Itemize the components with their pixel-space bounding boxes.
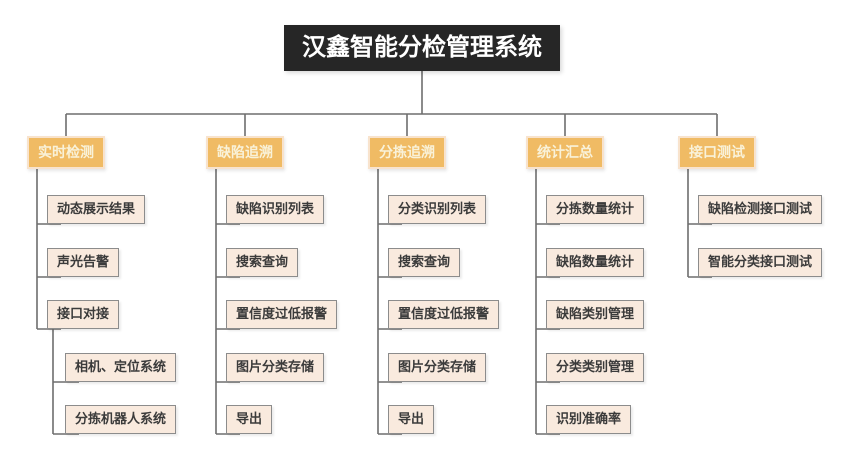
connector-branch-1 (36, 169, 61, 330)
child-topic: 缺陷类别管理 (546, 300, 645, 329)
branch-topic-defect-trace: 缺陷追溯 (206, 136, 284, 169)
child-topic: 搜索查询 (388, 248, 461, 277)
branch-topic-realtime-detection: 实时检测 (27, 136, 105, 169)
child-topic: 导出 (388, 405, 435, 434)
child-topic: 智能分类接口测试 (698, 248, 823, 277)
subchild-topic: 相机、定位系统 (65, 353, 177, 382)
root-topic: 汉鑫智能分检管理系统 (284, 25, 560, 71)
child-topic: 分类识别列表 (388, 195, 487, 224)
branch-topic-sorting-trace: 分拣追溯 (368, 136, 446, 169)
branch-topic-interface-test: 接口测试 (678, 136, 756, 169)
child-topic: 接口对接 (47, 300, 120, 329)
child-topic: 缺陷检测接口测试 (698, 195, 823, 224)
child-topic: 置信度过低报警 (388, 300, 500, 329)
subchild-topic: 分拣机器人系统 (65, 405, 177, 434)
child-topic: 识别准确率 (546, 405, 632, 434)
connector-branch-3 (377, 169, 402, 435)
child-topic: 搜索查询 (226, 248, 299, 277)
child-topic: 置信度过低报警 (226, 300, 338, 329)
child-topic: 缺陷数量统计 (546, 248, 645, 277)
child-topic: 分拣数量统计 (546, 195, 645, 224)
child-topic: 缺陷识别列表 (226, 195, 325, 224)
connector-branch-4 (535, 169, 560, 435)
child-topic: 图片分类存储 (226, 353, 325, 382)
connector-branch-1-sub (52, 329, 79, 435)
child-topic: 分类类别管理 (546, 353, 645, 382)
connector-branch-2 (215, 169, 240, 435)
child-topic: 动态展示结果 (47, 195, 146, 224)
branch-topic-statistics: 统计汇总 (526, 136, 604, 169)
child-topic: 导出 (226, 405, 273, 434)
connector-branch-5 (687, 169, 712, 278)
child-topic: 声光告警 (47, 248, 120, 277)
child-topic: 图片分类存储 (388, 353, 487, 382)
connector-branch-stems (65, 114, 718, 136)
